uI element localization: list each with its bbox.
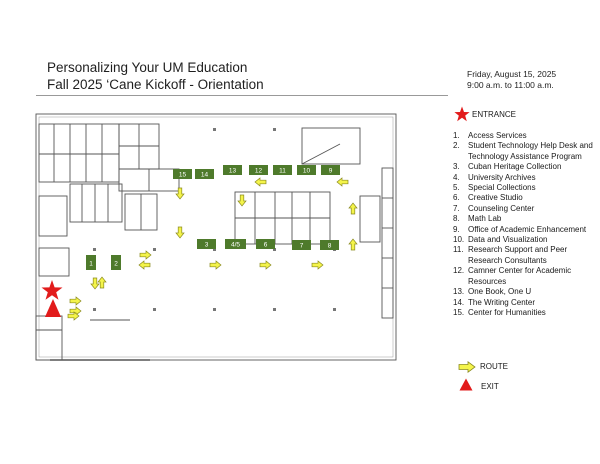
route-arrow — [348, 238, 358, 251]
svg-text:6: 6 — [264, 242, 268, 249]
svg-text:8: 8 — [328, 243, 332, 250]
event-time: 9:00 a.m. to 11:00 a.m. — [467, 80, 554, 90]
station-6: 6 — [256, 239, 275, 249]
entrance-label: ENTRANCE — [472, 110, 517, 119]
svg-text:10: 10 — [303, 168, 311, 175]
route-arrow — [90, 277, 100, 290]
station-9: 9 — [321, 165, 340, 175]
entrance-star-icon — [454, 106, 470, 122]
route-arrow — [336, 177, 349, 187]
route-arrows — [67, 177, 358, 321]
legend-item: 15.Center for Humanities — [453, 307, 546, 317]
building-walls — [35, 113, 397, 361]
svg-text:11: 11 — [279, 168, 286, 175]
exit-triangle-marker — [45, 299, 61, 317]
entrance-star-marker — [41, 280, 63, 300]
legend-item: 11.Research Support and Peer Research Co… — [453, 245, 568, 265]
legend-item: 7.Counseling Center — [453, 203, 535, 213]
svg-text:1: 1 — [89, 261, 93, 268]
legend-item: 13.One Book, One U — [453, 287, 532, 297]
exit-label: EXIT — [481, 382, 499, 391]
exit-triangle-icon — [459, 378, 473, 391]
route-label: ROUTE — [480, 362, 508, 371]
svg-text:4/5: 4/5 — [231, 242, 240, 249]
legend-list: 1.Access Services 2.Student Technology H… — [453, 131, 599, 318]
legend-item: 9.Office of Academic Enhancement — [453, 224, 587, 234]
svg-text:13: 13 — [229, 168, 237, 175]
svg-text:3: 3 — [205, 242, 209, 249]
map-subtitle: Fall 2025 ‘Cane Kickoff - Orientation — [47, 77, 264, 92]
route-arrow — [175, 187, 185, 200]
route-arrow — [138, 260, 151, 270]
route-arrow — [311, 260, 324, 270]
legend-item: 14.The Writing Center — [453, 297, 535, 307]
columns — [93, 128, 336, 311]
station-4-5: 4/5 — [225, 239, 246, 249]
station-12: 12 — [249, 165, 268, 175]
map-title: Personalizing Your UM Education — [47, 60, 248, 75]
station-1: 1 — [86, 255, 96, 270]
event-date: Friday, August 15, 2025 — [467, 69, 557, 79]
svg-text:9: 9 — [329, 168, 333, 175]
legend-item: 10.Data and Visualization — [453, 235, 548, 245]
legend-item: 1.Access Services — [453, 131, 527, 140]
station-8: 8 — [320, 240, 339, 250]
floor-plan: 15 14 13 12 11 10 9 3 4/5 6 7 8 1 2 — [35, 113, 397, 361]
legend-item: 6.Creative Studio — [453, 193, 523, 203]
station-3: 3 — [197, 239, 216, 249]
svg-text:14: 14 — [201, 172, 209, 179]
svg-text:7: 7 — [300, 243, 304, 250]
legend-item: 12.Camner Center for Academic Resources — [453, 266, 572, 286]
svg-text:12: 12 — [255, 168, 263, 175]
svg-text:15: 15 — [179, 172, 187, 179]
route-arrow — [175, 226, 185, 239]
route-arrow — [209, 260, 222, 270]
legend-item: 3.Cuban Heritage Collection — [453, 162, 562, 172]
route-arrow — [67, 311, 80, 321]
station-13: 13 — [223, 165, 242, 175]
station-markers: 15 14 13 12 11 10 9 3 4/5 6 7 8 1 2 — [86, 165, 340, 270]
route-arrow — [69, 296, 82, 306]
route-arrow — [69, 306, 82, 316]
legend-item: 8.Math Lab — [453, 214, 502, 224]
svg-text:2: 2 — [114, 261, 118, 268]
route-arrow-icon — [458, 361, 476, 373]
station-7: 7 — [292, 240, 311, 250]
station-2: 2 — [111, 255, 121, 270]
route-arrow — [259, 260, 272, 270]
route-arrow — [139, 250, 152, 260]
station-10: 10 — [297, 165, 316, 175]
route-arrow — [237, 194, 247, 207]
header-divider — [36, 95, 448, 96]
station-11: 11 — [273, 165, 292, 175]
route-arrow — [97, 276, 107, 289]
station-14: 14 — [195, 169, 214, 179]
route-arrow — [348, 202, 358, 215]
legend-item: 5.Special Collections — [453, 183, 536, 193]
legend-item: 2.Student Technology Help Desk and Techn… — [453, 141, 593, 161]
route-arrow — [254, 177, 267, 187]
station-15: 15 — [173, 169, 192, 179]
legend-item: 4.University Archives — [453, 172, 536, 182]
